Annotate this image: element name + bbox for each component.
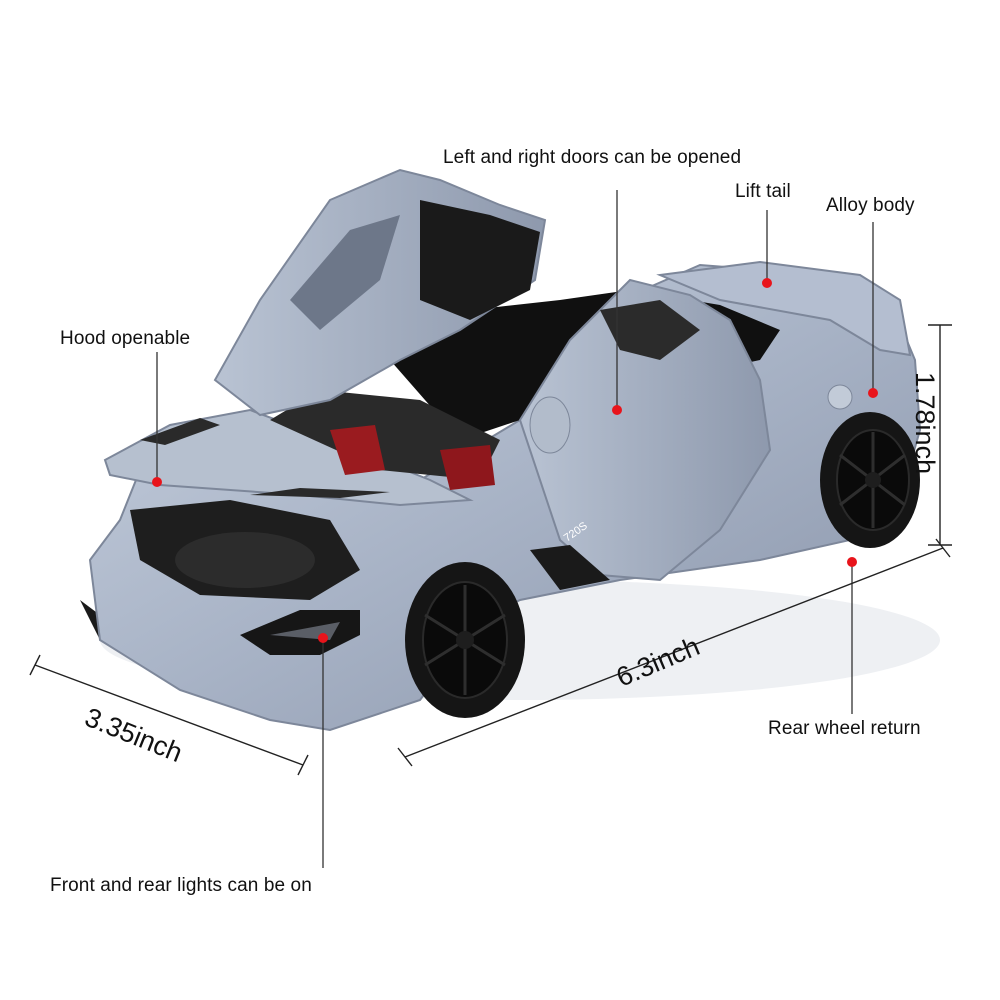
hood-marker: [152, 477, 162, 487]
height-dimension-line: [928, 324, 952, 546]
lights-callout-label: Front and rear lights can be on: [50, 875, 312, 896]
toy-car-model: 720S: [80, 168, 940, 732]
lights-marker: [318, 633, 328, 643]
lift-tail-callout-label: Lift tail: [735, 181, 791, 202]
front-wheel: [405, 562, 525, 718]
rear-wing: [656, 260, 912, 357]
doors-marker: [612, 405, 622, 415]
hood-lid: [103, 408, 474, 507]
callout-leaders: [156, 190, 874, 868]
alloy-body-callout-label: Alloy body: [826, 195, 915, 216]
rear-wheel: [820, 412, 920, 548]
doors-callout-label: Left and right doors can be opened: [443, 147, 742, 168]
rear-wheel-marker: [847, 557, 857, 567]
dimension-lines: [29, 324, 952, 776]
rear-wheel-callout-label: Rear wheel return: [768, 718, 921, 739]
hood-callout-label: Hood openable: [60, 328, 191, 349]
lift-tail-marker: [762, 278, 772, 288]
callout-markers: [152, 278, 878, 643]
length-dimension-line: [397, 538, 951, 767]
width-dimension-line: [29, 654, 309, 776]
height-dimension-label: 1.78inch: [910, 372, 940, 475]
alloy-body-marker: [868, 388, 878, 398]
